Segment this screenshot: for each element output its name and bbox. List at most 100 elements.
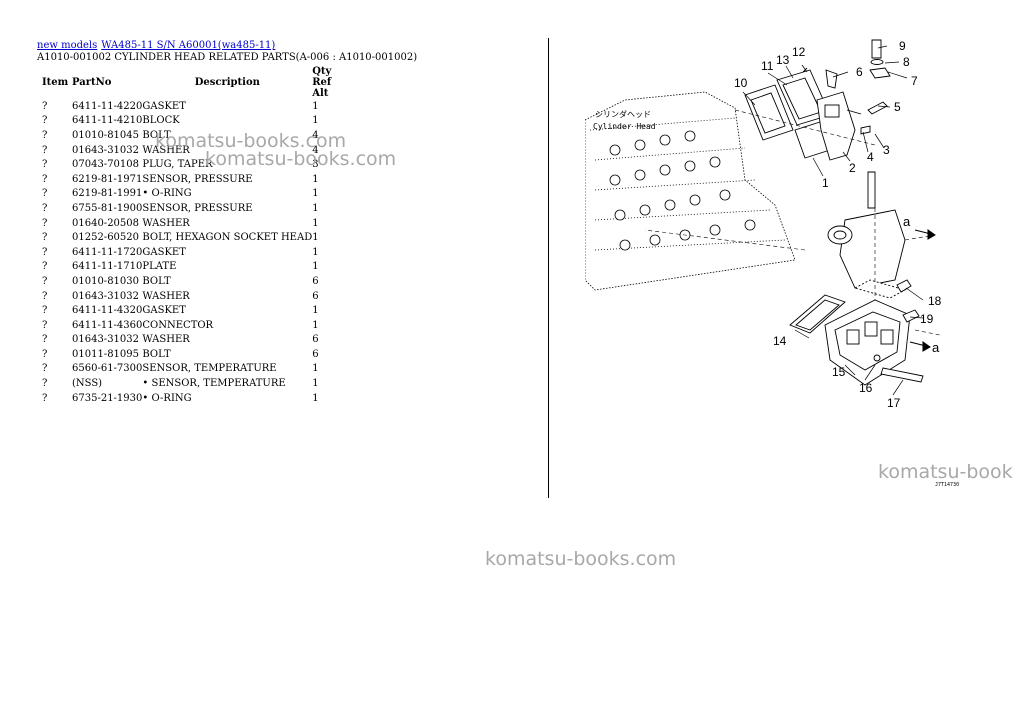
cell-description: BOLT [142, 275, 171, 287]
cell-qty: 1 [312, 392, 319, 404]
cell-partno: 6411-11-4320 [72, 305, 143, 317]
watermark: komatsu-books.com [485, 548, 677, 570]
callout-17: 17 [887, 396, 901, 410]
diagram-code: J7T14730 [935, 482, 959, 488]
cell-partno: 6411-11-1710 [72, 261, 143, 273]
cell-description: PLUG, TAPER [142, 159, 213, 171]
cell-qty: 4 [312, 144, 319, 156]
breadcrumb-link-new-models[interactable]: new models [37, 40, 98, 51]
callout-2: 2 [849, 161, 856, 175]
callout-numbers: 12 11 13 10 6 9 8 7 5 3 4 2 1 18 19 14 1… [734, 39, 942, 410]
cell-partno: 6411-11-4210 [72, 115, 143, 127]
cell-qty: 1 [312, 363, 319, 375]
callout-18: 18 [928, 294, 942, 308]
cell-partno: 01252-60520 [72, 232, 140, 244]
cell-qty: 1 [312, 261, 319, 273]
divider [548, 38, 549, 498]
cell-qty: 1 [312, 115, 319, 127]
cell-item: ? [42, 129, 48, 141]
cell-partno: 6755-81-1900 [72, 202, 143, 214]
cylinder-head-label-en: Cylinder Head [593, 122, 656, 131]
watermark-cut: komatsu-book [878, 461, 1013, 483]
cell-partno: 6219-81-1971 [72, 173, 143, 185]
cell-description: BLOCK [142, 115, 180, 127]
cell-item: ? [42, 144, 48, 156]
cell-qty: 6 [312, 348, 319, 360]
breadcrumb-link-model[interactable]: WA485-11 S/N A60001(wa485-11) [101, 40, 276, 51]
callout-19: 19 [920, 312, 934, 326]
cell-item: ? [42, 334, 48, 346]
callout-16: 16 [859, 381, 873, 395]
cell-description: PLATE [142, 261, 177, 273]
cell-partno: 01640-20508 [72, 217, 140, 229]
cell-item: ? [42, 348, 48, 360]
view-marker-a-2: a [932, 340, 940, 355]
cell-description: GASKET [142, 305, 186, 317]
callout-11: 11 [761, 59, 774, 73]
cell-partno: 6735-21-1930 [72, 392, 143, 404]
cell-qty: 1 [312, 100, 319, 112]
col-header-qty: Qty [312, 66, 332, 77]
cell-item: ? [42, 115, 48, 127]
cell-qty: 3 [312, 159, 319, 171]
callout-13: 13 [776, 53, 790, 67]
cell-qty: 1 [312, 173, 319, 185]
cell-qty: 1 [312, 246, 319, 258]
cell-description: WASHER [142, 217, 190, 229]
page-title: A1010-001002 CYLINDER HEAD RELATED PARTS… [37, 52, 418, 63]
cell-item: ? [42, 305, 48, 317]
cell-description: BOLT [142, 348, 171, 360]
lower-assembly-drawing [789, 171, 924, 386]
cell-description: • SENSOR, TEMPERATURE [142, 378, 286, 390]
cell-description: • O-RING [142, 392, 192, 404]
cell-item: ? [42, 159, 48, 171]
table-header-row: Item PartNo Description Qty Ref Alt [37, 66, 336, 99]
callout-6: 6 [856, 65, 863, 79]
cell-partno: 01643-31032 [72, 144, 140, 156]
cell-qty: 1 [312, 232, 319, 244]
cell-partno: 6219-81-1991 [72, 188, 143, 200]
cell-description: SENSOR, PRESSURE [142, 173, 253, 185]
col-header-item: Item [42, 77, 69, 88]
callout-9: 9 [899, 39, 906, 53]
col-header-alt: Alt [312, 88, 329, 99]
col-header-ref: Ref [312, 77, 332, 88]
view-arrows [909, 229, 936, 352]
cell-item: ? [42, 232, 48, 244]
cell-qty: 6 [312, 290, 319, 302]
callout-14: 14 [773, 334, 787, 348]
cell-partno: 6411-11-1720 [72, 246, 143, 258]
callout-1: 1 [822, 176, 829, 190]
cell-item: ? [42, 246, 48, 258]
callout-5: 5 [894, 100, 901, 114]
cell-partno: 01011-81095 [72, 348, 140, 360]
col-header-qty-ref-alt: Qty Ref Alt [312, 66, 336, 99]
cylinder-head-drawing [585, 91, 796, 291]
watermark: komatsu-books.com [155, 130, 347, 152]
cell-item: ? [42, 202, 48, 214]
watermark: komatsu-books.com [205, 148, 397, 170]
cell-description: BOLT [142, 129, 171, 141]
cell-description: WASHER [142, 334, 190, 346]
callout-4: 4 [867, 150, 874, 164]
cell-partno: 07043-70108 [72, 159, 140, 171]
cell-qty: 6 [312, 275, 319, 287]
exploded-parts-diagram: シリンダヘッド Cylinder Head [585, 39, 959, 488]
